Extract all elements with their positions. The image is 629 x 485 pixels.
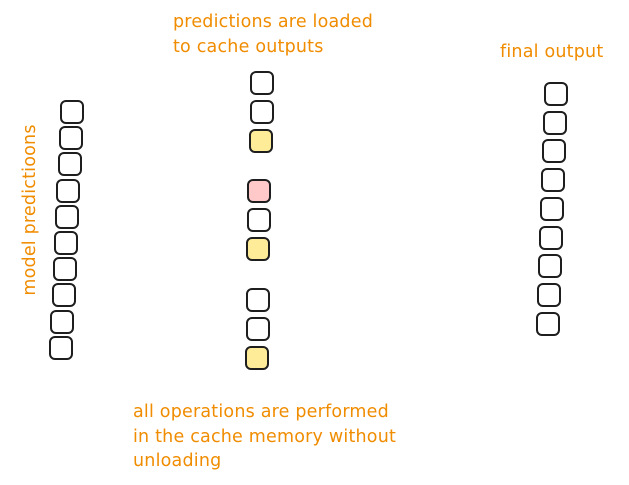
final-cell — [540, 196, 564, 221]
cache-cell-yellow — [246, 237, 270, 261]
model-cell — [50, 309, 75, 334]
cache-cell — [249, 100, 274, 124]
final-cell — [542, 139, 566, 164]
model-cell — [55, 204, 80, 229]
model-predictions-label: model predictioons — [19, 124, 40, 296]
cache-cell — [245, 317, 270, 341]
final-cell — [537, 282, 561, 307]
model-cell — [56, 178, 81, 203]
final-cell — [541, 168, 565, 193]
final-cell — [543, 110, 567, 135]
cache-cell-yellow — [245, 346, 269, 370]
cache-cell-yellow — [249, 129, 273, 153]
model-cell — [49, 335, 74, 360]
operations-note-label: all operations are performed in the cach… — [133, 402, 397, 471]
cache-cell — [246, 288, 270, 312]
final-cell — [536, 311, 560, 336]
final-output-label: final output — [500, 42, 604, 62]
final-cell — [538, 254, 562, 279]
cache-cell-red — [247, 179, 271, 203]
model-cell — [58, 126, 83, 151]
cache-cell — [250, 71, 274, 95]
final-cell — [539, 225, 563, 250]
final-cell — [544, 82, 568, 106]
model-cell — [54, 231, 78, 255]
cache-cell — [246, 208, 271, 232]
cache-title-label: predictions are loaded to cache outputs — [173, 12, 374, 57]
model-cell — [52, 257, 77, 282]
model-cell — [51, 283, 76, 308]
model-cell — [60, 100, 84, 124]
model-cell — [57, 152, 82, 177]
